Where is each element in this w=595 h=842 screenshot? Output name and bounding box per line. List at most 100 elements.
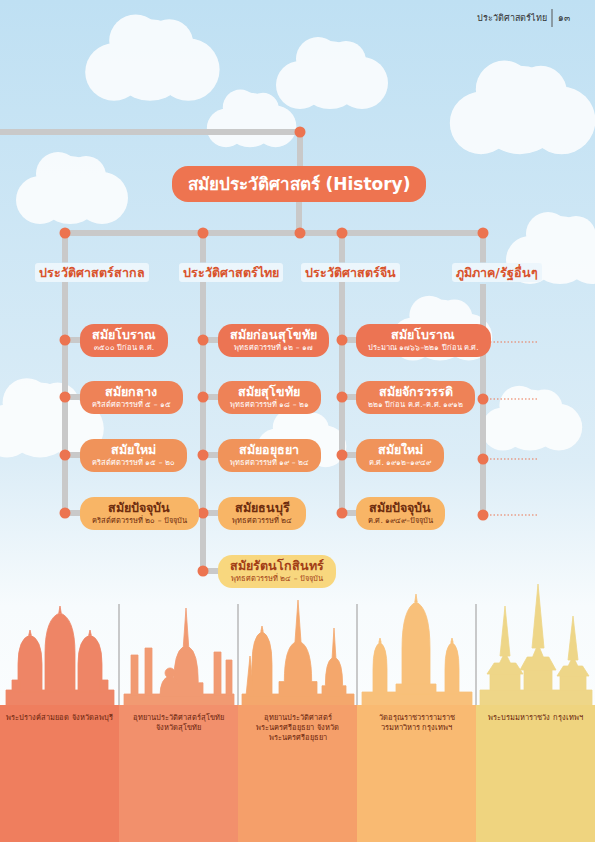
junction-dot — [60, 392, 71, 403]
junction-dot — [60, 335, 71, 346]
period-dates: ๒๒๑ ปีก่อน ค.ศ.–ค.ศ. ๑๙๑๒ — [368, 400, 463, 410]
caption-band: พระบรมมหาราชวัง กรุงเทพฯ — [476, 705, 595, 842]
period-dates: พุทธศตวรรษที่ ๒๔ – ปัจจุบัน — [230, 574, 324, 584]
period-name: สมัยจักรวรรดิ — [368, 384, 463, 400]
caption-band: พระปรางค์สามยอด จังหวัดลพบุรี — [0, 705, 119, 842]
running-header: ประวัติศาสตร์ไทย — [477, 12, 547, 24]
period-dates: คริสต์ศตวรรษที่ ๕ – ๑๕ — [92, 400, 171, 410]
caption-text: พระบรมมหาราชวัง กรุงเทพฯ — [480, 713, 591, 723]
period-box: สมัยปัจจุบันค.ศ. ๑๙๔๙–ปัจจุบัน — [356, 497, 445, 530]
junction-dot — [295, 127, 306, 138]
placeholder-dots — [478, 337, 538, 521]
period-name: สมัยรัตนโกสินทร์ — [230, 558, 324, 574]
period-box: สมัยใหม่ค.ศ. ๑๙๑๒–๑๙๔๙ — [356, 439, 444, 472]
heading-text: ประวัติศาสตร์สากล — [39, 264, 145, 281]
period-dates: พุทธศตวรรษที่ ๑๘ – ๒๑ — [230, 400, 309, 410]
temple-silhouette — [445, 638, 459, 694]
temple-silhouette — [226, 660, 232, 695]
connector — [299, 202, 483, 263]
cloud — [556, 216, 595, 256]
junction-dot — [198, 566, 209, 577]
period-box: สมัยก่อนสุโขทัยพุทธศตวรรษที่ ๑๒ – ๑๗ — [218, 324, 329, 357]
temple-silhouette — [322, 628, 346, 696]
period-box: สมัยใหม่คริสต์ศตวรรษที่ ๑๕ – ๒๐ — [80, 439, 187, 472]
header-separator — [552, 9, 553, 27]
caption-text: อุทยานประวัติศาสตร์ พระนครศรีอยุธยา จังห… — [242, 713, 353, 743]
junction-dot — [337, 508, 348, 519]
connector — [203, 202, 299, 263]
junction-dot — [60, 450, 71, 461]
title-text: สมัยประวัติศาสตร์ (History) — [188, 173, 411, 195]
junction-dot — [478, 454, 489, 465]
period-name: สมัยใหม่ — [368, 442, 432, 458]
period-box: สมัยรัตนโกสินทร์พุทธศตวรรษที่ ๒๔ – ปัจจุ… — [218, 555, 336, 588]
junction-dot — [337, 228, 348, 239]
junction-dot — [478, 228, 489, 239]
column-heading: ประวัติศาสตร์ไทย — [179, 263, 283, 282]
connector — [65, 202, 299, 263]
temple-silhouette — [568, 616, 578, 660]
period-name: สมัยกลาง — [92, 384, 171, 400]
column-heading: ประวัติศาสตร์สากล — [35, 263, 149, 282]
cloud — [36, 383, 80, 427]
period-name: สมัยโบราณ — [368, 327, 479, 343]
period-name: สมัยธนบุรี — [230, 500, 294, 516]
temple-silhouette — [500, 606, 510, 656]
temple-silhouette — [100, 680, 108, 692]
temple-silhouette — [373, 638, 387, 694]
dotted-line — [490, 458, 537, 459]
period-name: สมัยปัจจุบัน — [92, 500, 187, 516]
period-box: สมัยกลางคริสต์ศตวรรษที่ ๕ – ๑๕ — [80, 381, 183, 414]
junction-dot — [198, 508, 209, 519]
period-box: สมัยปัจจุบันคริสต์ศตวรรษที่ ๒๐ – ปัจจุบั… — [80, 497, 199, 530]
temple-silhouette — [160, 676, 180, 696]
temple-silhouette — [18, 630, 42, 692]
junction-dot — [198, 392, 209, 403]
period-dates: ๓๕๐๐ ปีก่อน ค.ศ. — [92, 343, 156, 353]
period-dates: คริสต์ศตวรรษที่ ๒๐ – ปัจจุบัน — [92, 516, 187, 526]
page-number: ๑๓ — [558, 12, 570, 24]
period-box: สมัยธนบุรีพุทธศตวรรษที่ ๒๔ — [218, 497, 306, 530]
temple-silhouette — [524, 668, 552, 690]
heading-text: ภูมิภาค/รัฐอื่นๆ — [456, 264, 538, 281]
temple-silhouette — [279, 600, 317, 696]
junction-dot — [198, 335, 209, 346]
temple-silhouette — [480, 690, 592, 706]
period-name: สมัยปัจจุบัน — [368, 500, 433, 516]
period-name: สมัยสุโขทัย — [230, 384, 309, 400]
period-dates: พุทธศตวรรษที่ ๒๔ — [230, 516, 294, 526]
column-separators — [119, 604, 476, 842]
period-box: สมัยโบราณประมาณ ๑๗๖๖–๒๒๑ ปีก่อน ค.ศ. — [356, 324, 491, 357]
period-box: สมัยโบราณ๓๕๐๐ ปีก่อน ค.ศ. — [80, 324, 168, 357]
junction-dot — [295, 228, 306, 239]
junction-dot — [337, 335, 348, 346]
period-box: สมัยอยุธยาพุทธศตวรรษที่ ๑๙ – ๒๔ — [218, 439, 321, 472]
temple-illustrations — [6, 584, 592, 706]
caption-band: อุทยานประวัติศาสตร์สุโขทัย จังหวัดสุโขทั… — [119, 705, 238, 842]
cloud — [515, 66, 567, 118]
temple-silhouette — [402, 594, 430, 694]
temple-silhouette — [246, 656, 254, 696]
incoming-line — [0, 129, 300, 135]
junction-dot — [337, 450, 348, 461]
dotted-line — [490, 341, 537, 342]
junction-dot — [478, 394, 489, 405]
connector — [203, 282, 218, 572]
period-name: สมัยโบราณ — [92, 327, 156, 343]
caption-text: พระปรางค์สามยอด จังหวัดลพบุรี — [4, 713, 115, 723]
temple-silhouette — [145, 648, 152, 695]
period-dates: ประมาณ ๑๗๖๖–๒๒๑ ปีก่อน ค.ศ. — [368, 343, 479, 353]
temple-silhouette — [45, 606, 75, 692]
junction-dot — [478, 510, 489, 521]
period-box: สมัยจักรวรรดิ๒๒๑ ปีก่อน ค.ศ.–ค.ศ. ๑๙๑๒ — [356, 381, 475, 414]
caption-text: อุทยานประวัติศาสตร์สุโขทัย จังหวัดสุโขทั… — [123, 713, 234, 733]
column-heading: ภูมิภาค/รัฐอื่นๆ — [452, 263, 542, 282]
heading-text: ประวัติศาสตร์จีน — [305, 264, 396, 281]
junction-dot — [60, 508, 71, 519]
heading-text: ประวัติศาสตร์ไทย — [183, 264, 279, 281]
junction-dot — [198, 228, 209, 239]
junction-dot — [60, 228, 71, 239]
cloud — [526, 389, 562, 425]
